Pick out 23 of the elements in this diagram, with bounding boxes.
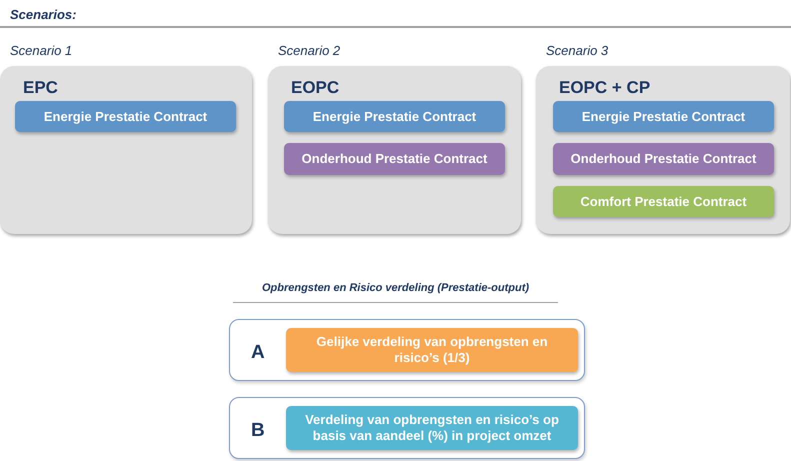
contract-box: Comfort Prestatie Contract	[553, 186, 774, 217]
panel-heading: EOPC + CP	[559, 77, 650, 99]
option-letter: A	[251, 341, 265, 365]
scenario-panel	[536, 66, 790, 234]
scenario-label: Scenario 2	[278, 42, 340, 60]
contract-box: Energie Prestatie Contract	[284, 101, 505, 132]
section-heading: Opbrengsten en Risico verdeling (Prestatie-output)	[233, 280, 558, 302]
contract-box: Onderhoud Prestatie Contract	[553, 143, 774, 175]
contract-box: Onderhoud Prestatie Contract	[284, 143, 505, 175]
scenario-label: Scenario 3	[546, 42, 608, 60]
option-panel	[229, 397, 585, 459]
contract-box: Verdeling van opbrengsten en risico’s op basis van aandeel (%) in project omzet	[286, 406, 578, 450]
scenario-label: Scenario 1	[10, 42, 72, 60]
panel-heading: EPC	[23, 77, 58, 99]
option-letter: B	[251, 419, 265, 443]
contract-box: Gelijke verdeling van opbrengsten en risico’s (1/3)	[286, 328, 578, 372]
scenario-panel	[268, 66, 521, 234]
option-panel	[229, 319, 585, 381]
panel-heading: EOPC	[291, 77, 340, 99]
contract-box: Energie Prestatie Contract	[553, 101, 774, 132]
scenario-panel	[0, 66, 252, 234]
contract-box: Energie Prestatie Contract	[15, 101, 236, 132]
title: Scenarios:	[10, 6, 76, 24]
